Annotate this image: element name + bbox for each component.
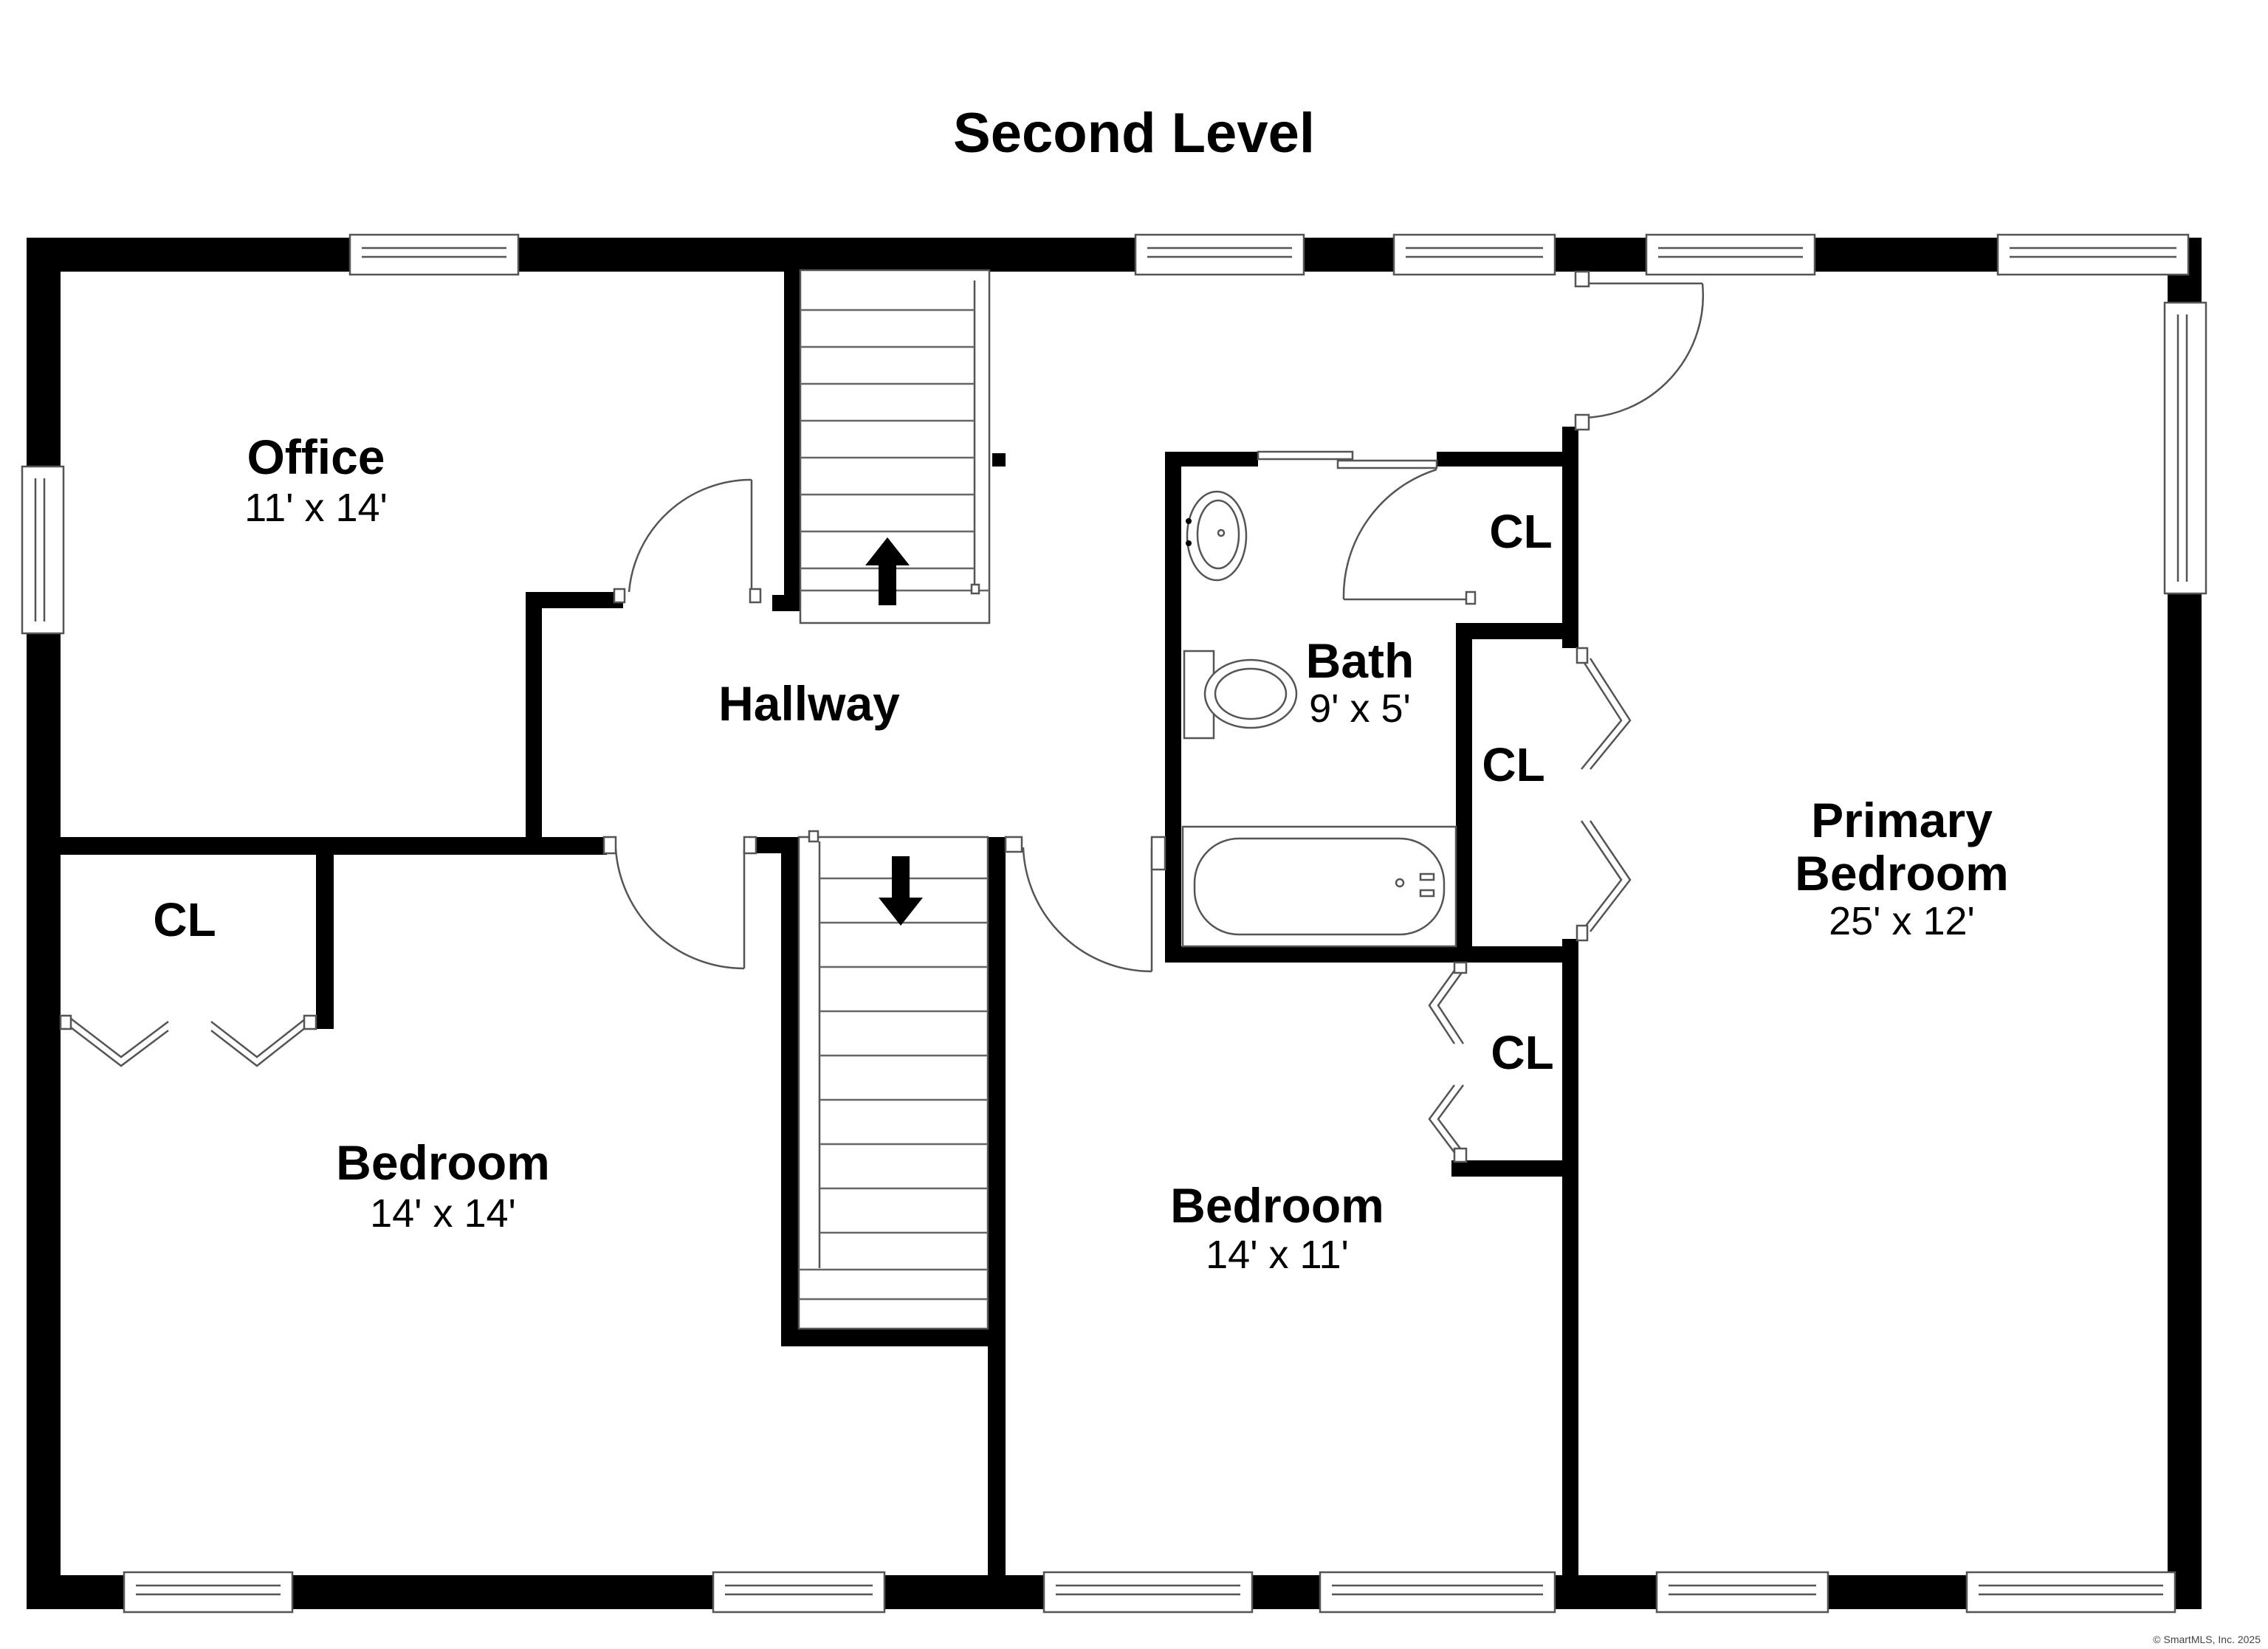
room-bedroom-middle: Bedroom 14' x 11' (1170, 1178, 1384, 1277)
bath-label: Bath (1306, 633, 1415, 688)
primary-bedroom-label-line1: Primary (1811, 793, 1993, 847)
window-top-1 (348, 233, 520, 276)
bifold-doors (59, 647, 1632, 1163)
window-top-5 (1996, 233, 2190, 276)
window-top-3 (1392, 233, 1556, 276)
office-door (613, 478, 762, 604)
upper-stairs (799, 269, 991, 624)
stairs-up-arrow-icon (865, 537, 910, 605)
primary-bedroom-label-line2: Bedroom (1795, 846, 2009, 901)
middle-bedroom-door (1004, 836, 1166, 973)
bath-door (1342, 468, 1477, 605)
bedroom-left-dims: 14' x 14' (370, 1191, 516, 1236)
windows (21, 233, 2207, 1614)
window-bottom-2 (712, 1571, 886, 1614)
room-bath: Bath 9' x 5' (1306, 633, 1415, 731)
window-right (2163, 301, 2207, 595)
window-bottom-3 (1042, 1571, 1254, 1614)
office-label: Office (247, 430, 385, 484)
bath-dims: 9' x 5' (1309, 686, 1411, 731)
interior-walls (61, 270, 1578, 1575)
left-bedroom-door (602, 836, 757, 970)
bath-closet-label: CL (1489, 505, 1552, 558)
left-bedroom-closet-label: CL (153, 893, 216, 946)
room-primary-bedroom: Primary Bedroom 25' x 12' (1795, 793, 2009, 943)
window-top-2 (1134, 233, 1305, 276)
hallway-label: Hallway (718, 676, 900, 731)
room-hallway: Hallway (718, 676, 900, 731)
window-bottom-1 (123, 1571, 294, 1614)
room-bedroom-left: Bedroom 14' x 14' (336, 1135, 550, 1236)
lower-stairs (797, 830, 989, 1330)
toilet-icon (1183, 650, 1298, 740)
primary-bedroom-door (1574, 270, 1704, 431)
window-left (21, 465, 65, 635)
stairs-down-arrow-icon (879, 856, 923, 926)
sink-icon (1186, 490, 1248, 582)
window-top-4 (1645, 233, 1816, 276)
copyright-credit: © SmartMLS, Inc. 2025 (2153, 1633, 2261, 1645)
bedroom-middle-dims: 14' x 11' (1206, 1233, 1349, 1277)
marker-square (992, 453, 1006, 467)
primary-bedroom-dims: 25' x 12' (1829, 899, 1975, 943)
window-bottom-4 (1319, 1571, 1556, 1614)
plan-title: Second Level (953, 102, 1315, 165)
doors (602, 270, 1704, 973)
bath-fixtures (1181, 490, 1457, 948)
middle-closet-label: CL (1482, 738, 1544, 791)
office-dims: 11' x 14' (244, 486, 388, 530)
window-bottom-6 (1965, 1571, 2176, 1614)
bath-sliding-panels (1257, 450, 1438, 469)
room-office: Office 11' x 14' (244, 430, 388, 530)
bedroom-middle-label: Bedroom (1170, 1178, 1384, 1233)
bedroom-left-label: Bedroom (336, 1135, 550, 1190)
middle-bedroom-closet-label: CL (1491, 1026, 1553, 1079)
bathtub-icon (1181, 825, 1457, 948)
window-bottom-5 (1655, 1571, 1829, 1614)
